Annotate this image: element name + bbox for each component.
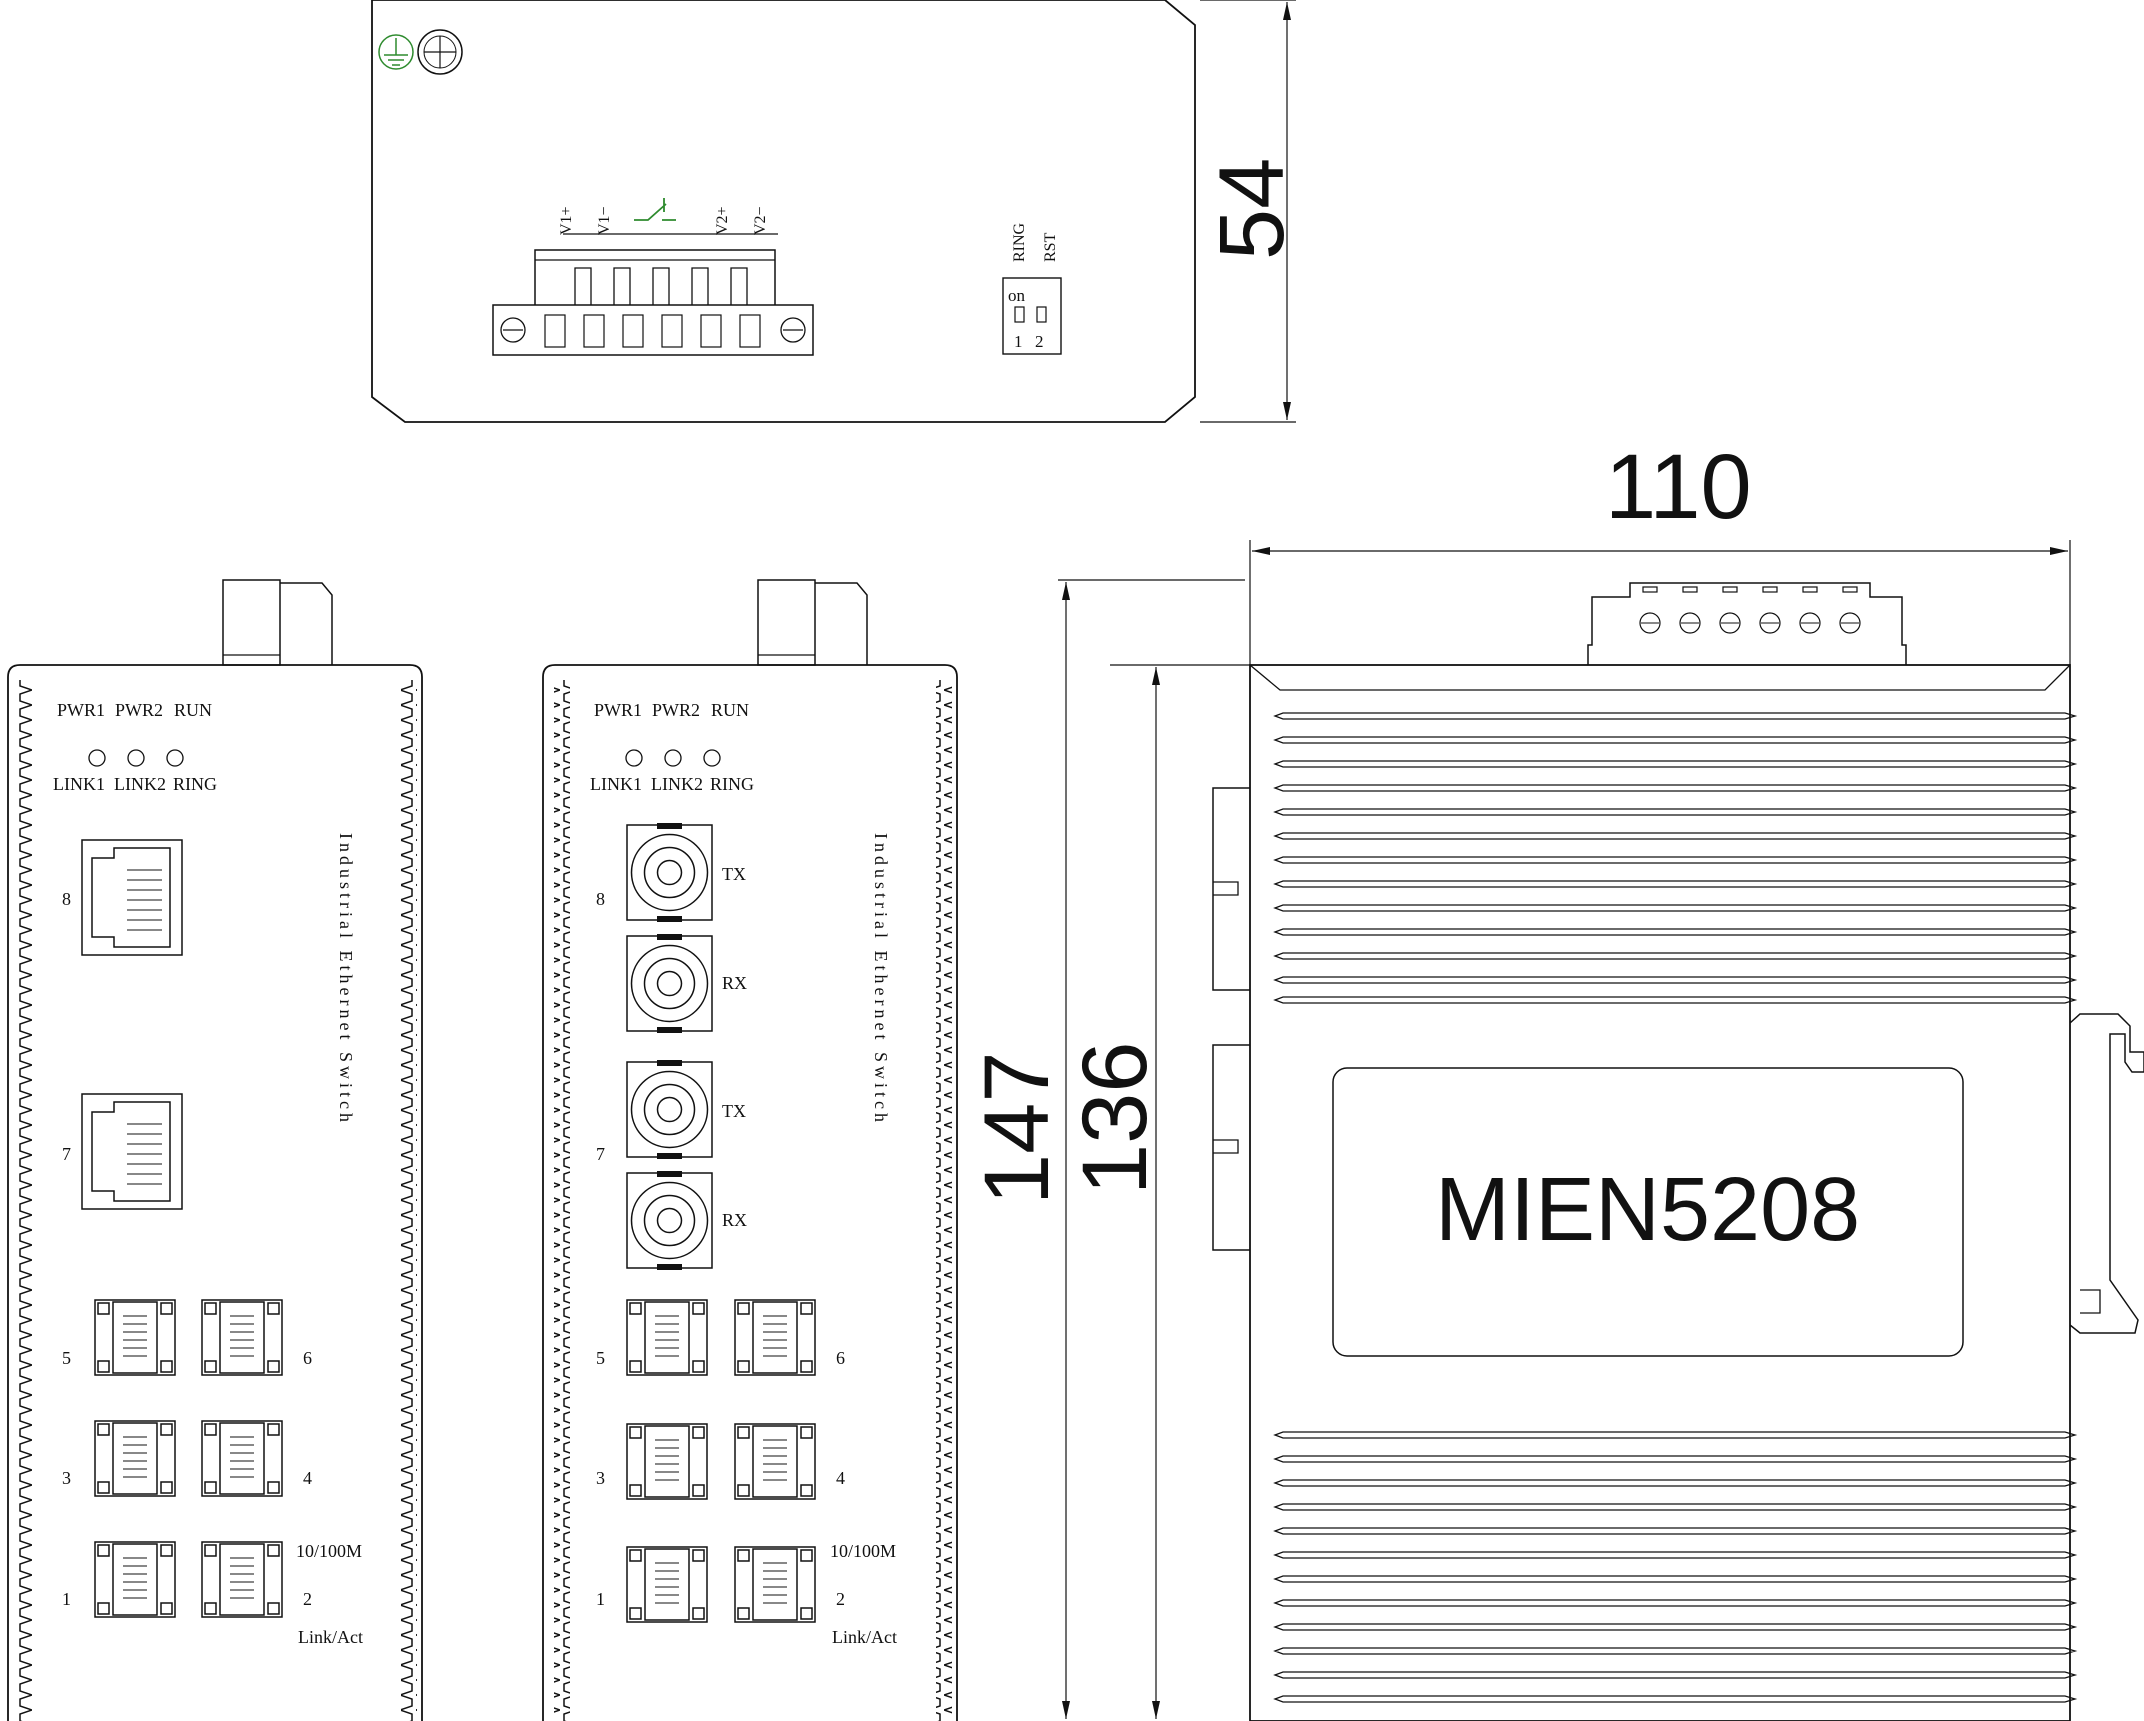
dimension-136: 136 (1064, 664, 1250, 1719)
port-number-8-fiber: 8 (596, 889, 605, 909)
port-number-7-fiber: 7 (596, 1144, 605, 1164)
dimension-54: 54 (1200, 0, 1303, 423)
led-label-pwr2: PWR2 (115, 700, 163, 720)
speed-label-fiber: 10/100M (830, 1541, 896, 1561)
led-label-link2-2: LINK2 (651, 774, 703, 794)
led-label-pwr1: PWR1 (57, 700, 105, 720)
led-label-run-2: RUN (711, 700, 749, 720)
product-text: Industrial Ethernet Switch (336, 833, 356, 1126)
fiber-rx-label-8: RX (722, 973, 747, 993)
dimension-label-54: 54 (1201, 158, 1303, 260)
fiber-rx-label-7: RX (722, 1210, 747, 1230)
port-number-4: 4 (303, 1468, 312, 1488)
terminal-label-v1-minus: V1− (596, 206, 613, 235)
dimension-110: 110 (1249, 436, 2071, 665)
dip-on-label: on (1008, 286, 1026, 305)
port-number-1-fiber: 1 (596, 1589, 605, 1609)
port-number-4-fiber: 4 (836, 1468, 845, 1488)
product-text-2: Industrial Ethernet Switch (871, 833, 891, 1126)
port-number-8: 8 (62, 889, 71, 909)
port-number-5-fiber: 5 (596, 1348, 605, 1368)
relay-contact-icon (634, 198, 676, 221)
side-terminal-block (1587, 582, 1907, 665)
terminal-label-v1-plus: V1+ (558, 206, 575, 235)
dip-number-2: 2 (1035, 332, 1044, 351)
fiber-tx-label-7: TX (722, 1101, 746, 1121)
ground-icon (378, 34, 414, 70)
led-label-pwr1-2: PWR1 (594, 700, 642, 720)
link-act-label: Link/Act (298, 1627, 363, 1647)
model-name: MIEN5208 (1435, 1160, 1860, 1260)
fins-upper (1274, 712, 2076, 1004)
dimension-label-147: 147 (966, 1052, 1068, 1206)
side-view: 110 (1212, 436, 2144, 1721)
port-number-1: 1 (62, 1589, 71, 1609)
led-label-link2: LINK2 (114, 774, 166, 794)
port-number-5: 5 (62, 1348, 71, 1368)
port-number-2-fiber: 2 (836, 1589, 845, 1609)
terminal-block (492, 249, 814, 356)
dimension-147: 147 (966, 579, 1245, 1719)
link-act-label-fiber: Link/Act (832, 1627, 897, 1647)
led-label-pwr2-2: PWR2 (652, 700, 700, 720)
dimension-label-110: 110 (1605, 436, 1752, 538)
screw-icon (417, 29, 463, 75)
front-panel-copper: PWR1 PWR2 RUN LINK1 LINK2 RING Industria… (7, 579, 423, 1721)
port-number-6: 6 (303, 1348, 312, 1368)
dip-label-ring: RING (1011, 222, 1028, 262)
led-label-ring-2: RING (710, 774, 754, 794)
top-view: V1+ V1− V2+ V2− RING RST (371, 0, 1303, 423)
led-label-run: RUN (174, 700, 212, 720)
port-number-6-fiber: 6 (836, 1348, 845, 1368)
terminal-label-v2-minus: V2− (752, 206, 769, 235)
dip-number-1: 1 (1014, 332, 1023, 351)
fins-lower (1274, 1431, 2076, 1703)
dip-switch: RING RST on 1 2 (1002, 222, 1062, 355)
front-panel-fiber: PWR1 PWR2 RUN LINK1 LINK2 RING Industria… (542, 579, 958, 1721)
port-number-3: 3 (62, 1468, 71, 1488)
fiber-tx-label-8: TX (722, 864, 746, 884)
terminal-label-v2-plus: V2+ (714, 206, 731, 235)
port-number-7: 7 (62, 1144, 71, 1164)
dimension-label-136: 136 (1064, 1042, 1166, 1196)
led-label-link1-2: LINK1 (590, 774, 642, 794)
led-label-link1: LINK1 (53, 774, 105, 794)
port-number-3-fiber: 3 (596, 1468, 605, 1488)
led-label-ring: RING (173, 774, 217, 794)
port-number-2: 2 (303, 1589, 312, 1609)
speed-label: 10/100M (296, 1541, 362, 1561)
dip-label-rst: RST (1042, 232, 1059, 262)
